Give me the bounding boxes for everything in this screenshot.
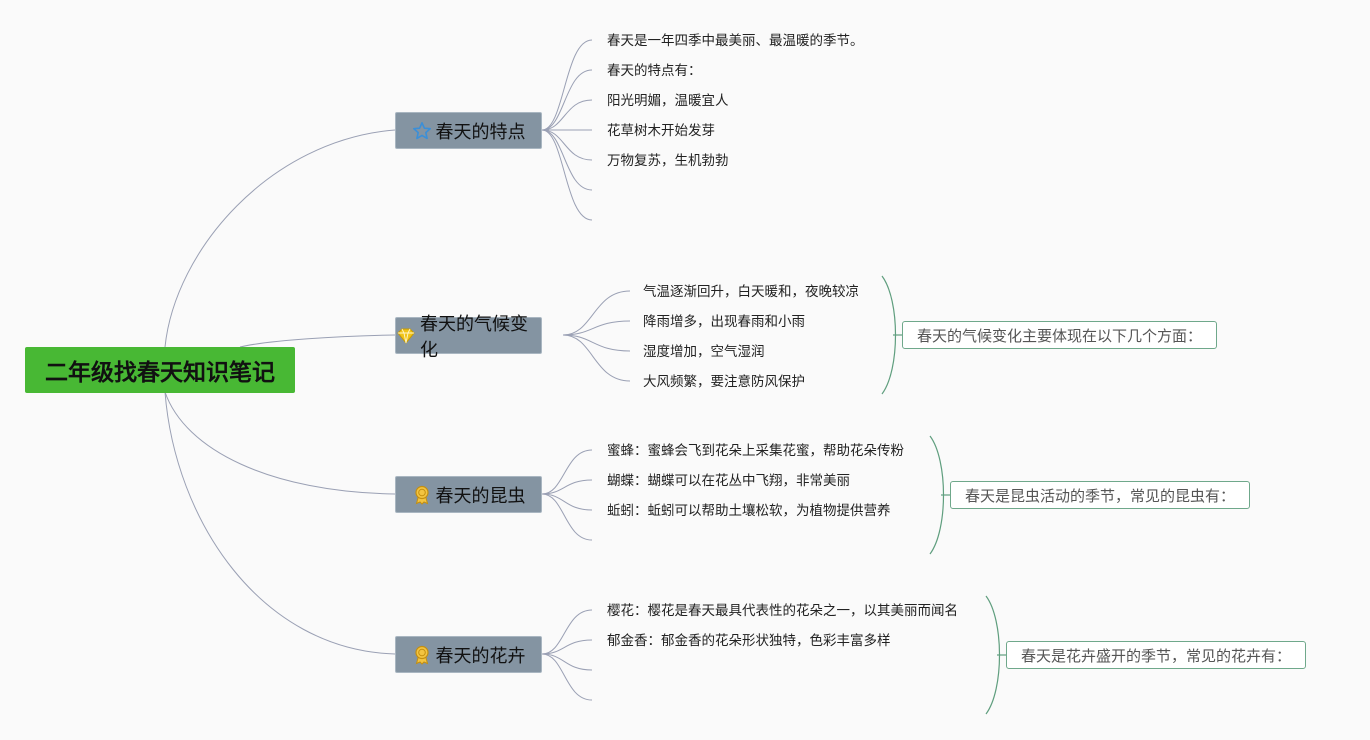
leaf-connector: [541, 129, 593, 221]
leaf-connector: [562, 290, 631, 336]
root-label: 二年级找春天知识笔记: [45, 360, 275, 386]
star-icon: [412, 121, 432, 141]
leaf-text[interactable]: 阳光明媚，温暖宜人: [607, 93, 729, 109]
leaf-text[interactable]: 郁金香：郁金香的花朵形状独特，色彩丰富多样: [607, 633, 891, 649]
summary-flowers[interactable]: 春天是花卉盛开的季节，常见的花卉有：: [1006, 641, 1307, 669]
leaf-text[interactable]: 降雨增多，出现春雨和小雨: [643, 314, 805, 330]
topic-label: 春天的气候变化: [420, 313, 528, 361]
leaf-connector: [541, 99, 593, 131]
topic-spring-flowers[interactable]: 春天的花卉: [395, 636, 542, 673]
leaf-connector: [541, 69, 593, 131]
leaf-text[interactable]: 花草树木开始发芽: [607, 123, 715, 139]
topic-spring-climate[interactable]: 春天的气候变化: [395, 314, 542, 361]
topic-spring-insects[interactable]: 春天的昆虫: [395, 476, 542, 513]
leaf-text[interactable]: 气温逐渐回升，白天暖和，夜晚较凉: [643, 284, 859, 300]
leaf-connector: [541, 493, 593, 541]
leaf-connector: [562, 334, 631, 352]
topic-label: 春天的昆虫: [435, 485, 526, 507]
root-connector: [239, 334, 396, 348]
root-connector: [164, 129, 396, 348]
award-ribbon-icon: [412, 645, 432, 665]
topic-label: 春天的花卉: [435, 645, 526, 667]
leaf-text[interactable]: 湿度增加，空气湿润: [643, 344, 765, 360]
root-connector: [164, 391, 396, 655]
summary-climate[interactable]: 春天的气候变化主要体现在以下几个方面：: [902, 321, 1218, 349]
diamond-icon: [396, 326, 416, 346]
leaf-text[interactable]: 春天的特点有：: [607, 63, 702, 79]
leaf-text[interactable]: 蜜蜂：蜜蜂会飞到花朵上采集花蜜，帮助花朵传粉: [607, 443, 904, 459]
leaf-connector: [541, 449, 593, 495]
award-ribbon-icon: [412, 485, 432, 505]
leaf-connector: [541, 609, 593, 655]
leaf-connector: [541, 639, 593, 655]
leaf-connector: [562, 334, 631, 382]
leaf-text[interactable]: 春天是一年四季中最美丽、最温暖的季节。: [607, 33, 864, 49]
leaf-text[interactable]: 樱花：樱花是春天最具代表性的花朵之一，以其美丽而闻名: [607, 603, 958, 619]
summary-label: 春天的气候变化主要体现在以下几个方面：: [917, 326, 1203, 345]
leaf-text[interactable]: 蝴蝶：蝴蝶可以在花丛中飞翔，非常美丽: [607, 473, 850, 489]
leaf-connector: [541, 129, 593, 161]
summary-label: 春天是昆虫活动的季节，常见的昆虫有：: [965, 486, 1236, 505]
leaf-connector: [541, 39, 593, 131]
summary-insects[interactable]: 春天是昆虫活动的季节，常见的昆虫有：: [950, 481, 1251, 509]
leaf-connector: [541, 479, 593, 495]
leaf-connector: [541, 493, 593, 511]
leaf-connector: [541, 653, 593, 671]
root-node[interactable]: 二年级找春天知识笔记: [25, 347, 295, 393]
summary-label: 春天是花卉盛开的季节，常见的花卉有：: [1021, 646, 1292, 665]
topic-label: 春天的特点: [435, 121, 526, 143]
topic-spring-features[interactable]: 春天的特点: [395, 112, 542, 149]
leaf-connector: [541, 129, 593, 191]
leaf-connector: [541, 653, 593, 701]
leaf-text[interactable]: 大风频繁，要注意防风保护: [643, 374, 805, 390]
leaf-text[interactable]: 蚯蚓：蚯蚓可以帮助土壤松软，为植物提供营养: [607, 503, 891, 519]
leaf-connector: [562, 320, 631, 336]
leaf-text[interactable]: 万物复苏，生机勃勃: [607, 153, 729, 169]
root-connector: [164, 391, 396, 495]
